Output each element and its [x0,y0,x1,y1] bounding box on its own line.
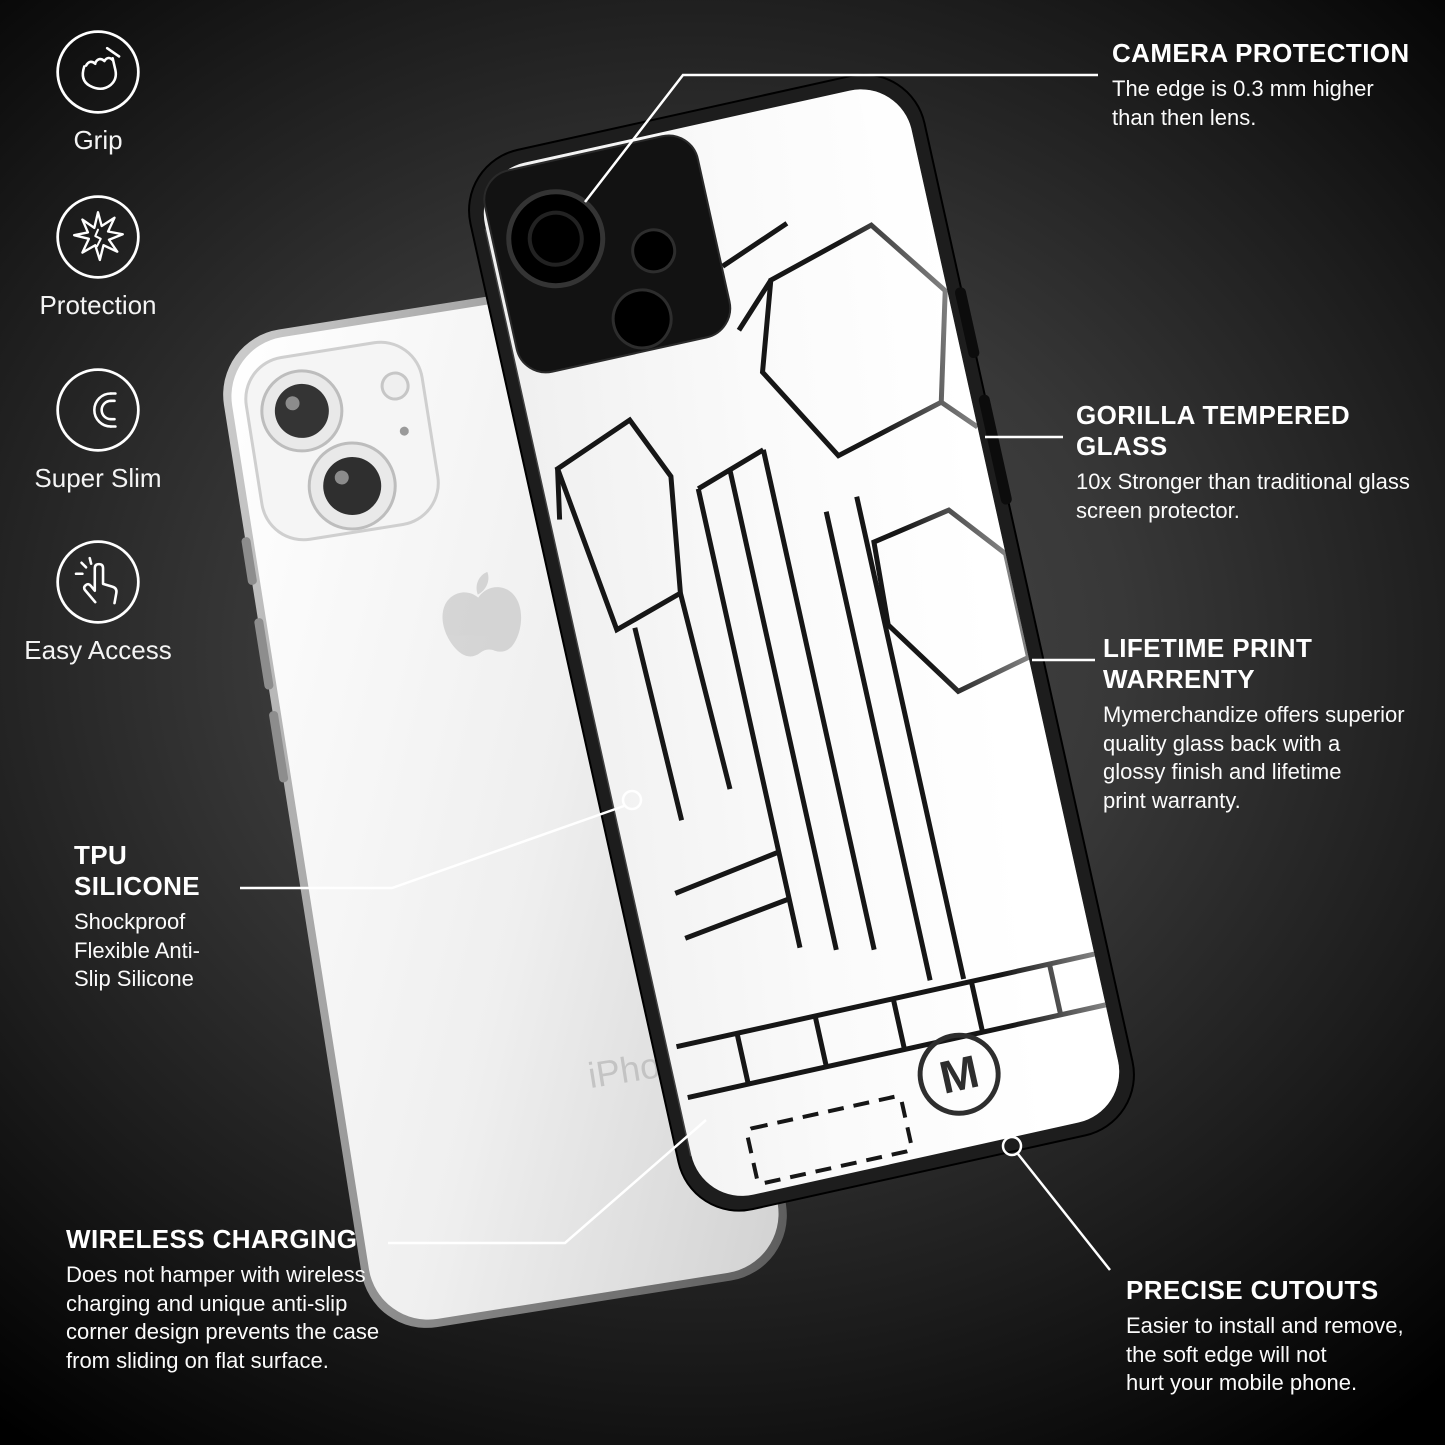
feature-easy-access-label: Easy Access [24,635,172,665]
callout-wireless-title: WIRELESS CHARGING [66,1224,358,1254]
volume-down-button [269,711,289,783]
callout-print-warranty: LIFETIME PRINT WARRENTY Mymerchandize of… [1103,633,1438,815]
case-power-button [954,287,980,359]
callout-tpu-body: Shockproof Flexible Anti- Slip Silicone [74,909,200,992]
left-camera-module [244,340,440,542]
right-phone: M [468,73,1135,1212]
callout-cutouts-body: Easier to install and remove, the soft e… [1126,1313,1404,1396]
easy-access-icon [56,540,140,624]
tpu-callout-line [240,804,625,890]
callout-camera-title: CAMERA PROTECTION [1112,38,1410,68]
callout-tpu-title: TPU SILICONE [74,840,200,901]
grip-icon [56,30,140,114]
tpu-callout-circle [621,789,643,811]
case-camera-cutout [483,134,732,374]
callout-camera-body: The edge is 0.3 mm higher than then lens… [1112,76,1374,130]
feature-protection: Protection [18,193,178,321]
case-lens-medium [611,288,673,350]
callout-warranty-title: LIFETIME PRINT WARRENTY [1103,633,1313,694]
callout-wireless-charging: WIRELESS CHARGING Does not hamper with w… [66,1224,396,1375]
callout-wireless-body: Does not hamper with wireless charging a… [66,1262,380,1373]
mute-switch [241,537,257,585]
wireless-callout-line [388,1119,707,1245]
callout-lines [240,73,1111,1271]
flash [380,371,410,401]
callout-tpu-silicone: TPU SILICONE Shockproof Flexible Anti- S… [74,840,254,994]
cutouts-callout-line [1017,1153,1111,1271]
feature-protection-label: Protection [39,290,157,320]
apple-logo [442,571,522,657]
callout-cutouts-title: PRECISE CUTOUTS [1126,1275,1379,1305]
callout-camera-protection: CAMERA PROTECTION The edge is 0.3 mm hig… [1112,38,1438,132]
feature-easy-access: Easy Access [18,538,178,666]
cutouts-callout-circle [1001,1135,1023,1157]
callout-gorilla-glass: GORILLA TEMPERED GLASS 10x Stronger than… [1076,400,1438,525]
glass-glare [806,79,1130,1133]
mic-dot [399,426,409,436]
left-lens-bottom [307,441,397,531]
feature-grip-label: Grip [73,125,123,155]
callout-warranty-body: Mymerchandize offers superior quality gl… [1103,702,1405,813]
callout-glass-body: 10x Stronger than traditional glass scre… [1076,469,1410,523]
case-lens-small [631,228,677,274]
super-slim-icon [56,368,140,452]
feature-super-slim: Super Slim [18,366,178,494]
volume-up-button [254,618,274,690]
case-lens-large [506,189,606,289]
callout-glass-title: GORILLA TEMPERED GLASS [1076,400,1351,461]
feature-grip: Grip [18,28,178,156]
camera-callout-line [584,73,1098,203]
protection-icon [56,195,140,279]
case-brand-logo: M [917,1032,1001,1116]
case-volume-button [978,394,1012,505]
feature-super-slim-label: Super Slim [34,463,162,493]
callout-precise-cutouts: PRECISE CUTOUTS Easier to install and re… [1126,1275,1426,1398]
left-lens-top [260,369,344,453]
